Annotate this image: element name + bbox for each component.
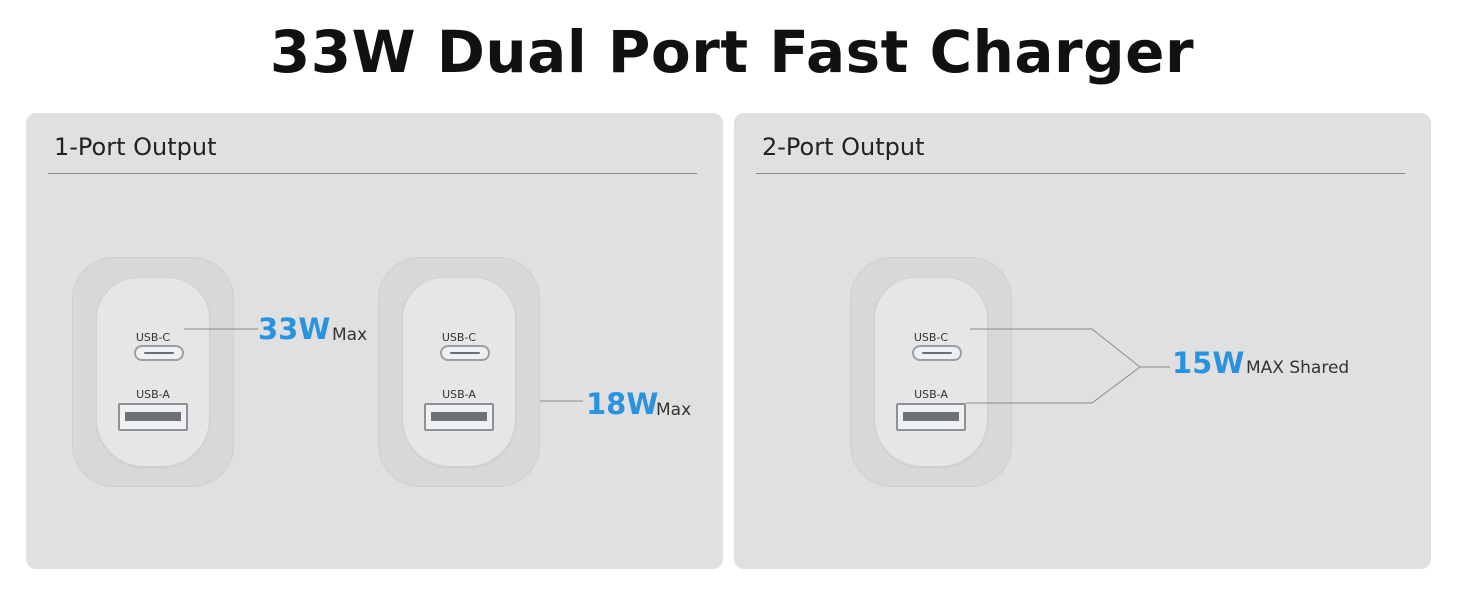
usb-a-label: USB-A — [136, 388, 170, 401]
wattage-unit: Max — [332, 325, 368, 345]
divider — [48, 173, 697, 174]
usb-c-port-icon — [912, 345, 962, 361]
wattage-value: 18W — [586, 387, 659, 421]
usb-c-port-icon — [440, 345, 490, 361]
usb-a-port-icon — [896, 403, 966, 431]
charger-face: USB-C USB-A — [402, 277, 516, 467]
usb-a-label: USB-A — [914, 388, 948, 401]
panel-2-port-output: 2-Port Output USB-C USB-A 15W MAX Shared — [734, 113, 1431, 569]
panel-title: 1-Port Output — [54, 133, 217, 161]
usb-c-label: USB-C — [135, 331, 171, 344]
wattage-value: 15W — [1172, 346, 1245, 380]
callout-lines — [966, 328, 1170, 404]
charger-face: USB-C USB-A — [96, 277, 210, 467]
callout-line-usb-c — [970, 328, 1170, 368]
usb-c-port-icon — [134, 345, 184, 361]
panel-title: 2-Port Output — [762, 133, 925, 161]
usb-a-port-icon — [424, 403, 494, 431]
callout-line-usb-a — [966, 366, 1141, 404]
usb-a-label: USB-A — [442, 388, 476, 401]
wattage-unit: Max — [656, 400, 692, 420]
usb-c-label: USB-C — [441, 331, 477, 344]
panel-1-port-output: 1-Port Output USB-C USB-A 33W Max USB-C … — [26, 113, 723, 569]
wattage-value: 33W — [258, 312, 331, 346]
wattage-unit: MAX Shared — [1246, 358, 1350, 378]
page-title: 33W Dual Port Fast Charger — [269, 18, 1195, 86]
usb-a-port-icon — [118, 403, 188, 431]
usb-c-label: USB-C — [913, 331, 949, 344]
divider — [756, 173, 1405, 174]
charger-face: USB-C USB-A — [874, 277, 988, 467]
callout-lines — [184, 328, 583, 402]
